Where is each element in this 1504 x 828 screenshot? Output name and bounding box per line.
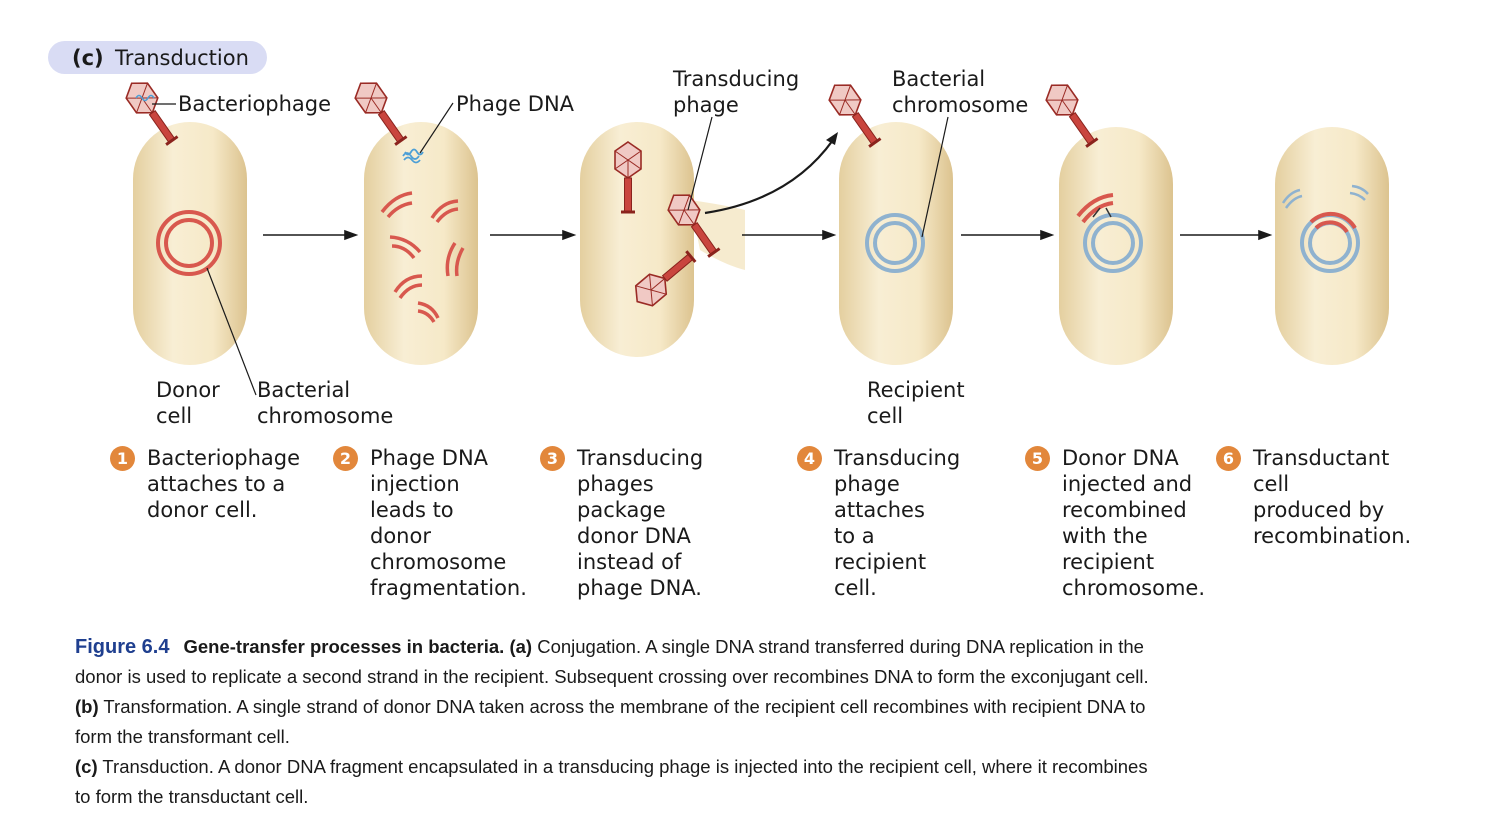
bacteriophage-icon bbox=[348, 74, 413, 150]
panel-title: Transduction bbox=[115, 46, 249, 70]
step-number-badge: 6 bbox=[1216, 446, 1241, 471]
panel-tag: (c) Transduction bbox=[48, 41, 267, 74]
step-text: Bacteriophage attaches to a donor cell. bbox=[147, 446, 301, 522]
step-text: Donor DNA injected and recombined with t… bbox=[1062, 446, 1206, 600]
donor-cell-label: Donor cell bbox=[156, 378, 220, 428]
caption-c-text: Transduction. A donor DNA fragment encap… bbox=[75, 756, 1148, 807]
lysing-donor-cell bbox=[580, 122, 694, 357]
phage-dna-label: Phage DNA bbox=[456, 92, 575, 116]
bacterial-chromosome-bottom-label: Bacterial chromosome bbox=[257, 378, 394, 428]
bacteriophage-label: Bacteriophage bbox=[178, 92, 332, 116]
process-arrows bbox=[263, 229, 1273, 241]
step-number-badge: 4 bbox=[797, 446, 822, 471]
recipient-chromosome-recombining bbox=[1076, 193, 1143, 273]
donor-chromosome bbox=[156, 210, 222, 276]
step-text: Transducing phage attaches to a recipien… bbox=[834, 446, 961, 600]
lysis-burst bbox=[690, 200, 745, 270]
figure-number: Figure 6.4 bbox=[75, 636, 170, 658]
panel-letter: (c) bbox=[72, 46, 104, 70]
recipient-cell bbox=[839, 122, 953, 365]
figure-caption: Figure 6.4 Gene-transfer processes in bac… bbox=[75, 632, 1155, 812]
donor-cell bbox=[133, 122, 247, 365]
step-number-badge: 3 bbox=[540, 446, 565, 471]
transfer-arrow bbox=[704, 139, 834, 215]
transductant-chromosome bbox=[1281, 184, 1369, 273]
recipient-cell-label: Recipient cell bbox=[867, 378, 965, 428]
bacterial-chromosome-top-label: Bacterial chromosome bbox=[892, 67, 1029, 117]
caption-a-text: Conjugation. A single DNA strand transfe… bbox=[75, 636, 1149, 687]
caption-b-text: Transformation. A single strand of donor… bbox=[75, 696, 1146, 747]
transfer-arrow-head bbox=[826, 132, 838, 145]
step-text: Transductant cell produced by recombinat… bbox=[1253, 446, 1412, 548]
transducing-phage-label: Transducing phage bbox=[673, 67, 800, 117]
transducing-phage-icon bbox=[1039, 76, 1104, 152]
step-text: Transducing phages package donor DNA ins… bbox=[577, 446, 704, 600]
phage-dna-squiggle bbox=[402, 148, 424, 164]
step-text: Phage DNA injection leads to donor chrom… bbox=[370, 446, 527, 600]
transductant-cell bbox=[1275, 127, 1389, 365]
recipient-chromosome bbox=[865, 213, 925, 273]
step-number-badge: 2 bbox=[333, 446, 358, 471]
donor-cell-infected bbox=[364, 122, 478, 365]
leader-lines bbox=[152, 102, 949, 396]
caption-c-label: (c) bbox=[75, 756, 98, 777]
caption-b-label: (b) bbox=[75, 696, 99, 717]
caption-a-label: (a) bbox=[509, 636, 533, 657]
step-number-badge: 1 bbox=[110, 446, 135, 471]
donor-chromosome-fragments bbox=[380, 191, 465, 323]
recipient-cell-injected bbox=[1059, 127, 1173, 365]
step-number-badge: 5 bbox=[1025, 446, 1050, 471]
phage-dna-inside-icon bbox=[135, 94, 155, 102]
figure-title: Gene-transfer processes in bacteria. bbox=[183, 636, 505, 657]
